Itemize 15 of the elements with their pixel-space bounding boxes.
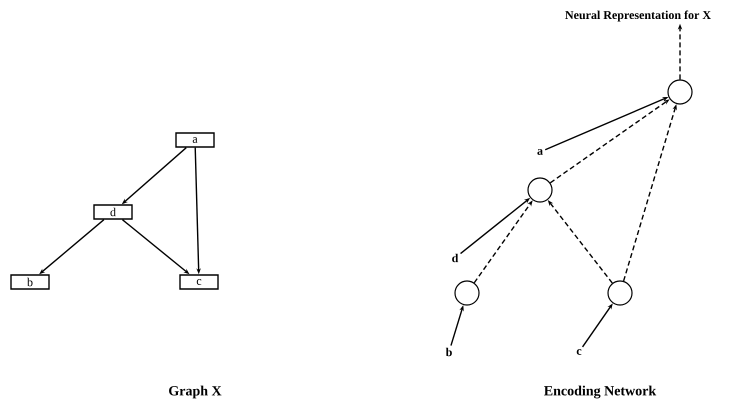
unit-circle: [667, 79, 693, 105]
caption: Graph X: [169, 386, 222, 398]
input-label: d: [452, 254, 458, 262]
graph-node-box: d: [93, 204, 133, 220]
unit-circle: [454, 280, 480, 306]
graph-node-box: c: [179, 274, 219, 290]
input-label: b: [446, 348, 452, 356]
graph-node-box: a: [175, 132, 215, 148]
graph-node-box: b: [10, 274, 50, 290]
caption: Encoding Network: [544, 386, 656, 398]
unit-circle: [527, 177, 553, 203]
input-label: c: [576, 349, 582, 355]
input-label: a: [537, 149, 543, 155]
output-label: Neural Representation for X: [565, 10, 711, 22]
unit-circle: [607, 280, 633, 306]
